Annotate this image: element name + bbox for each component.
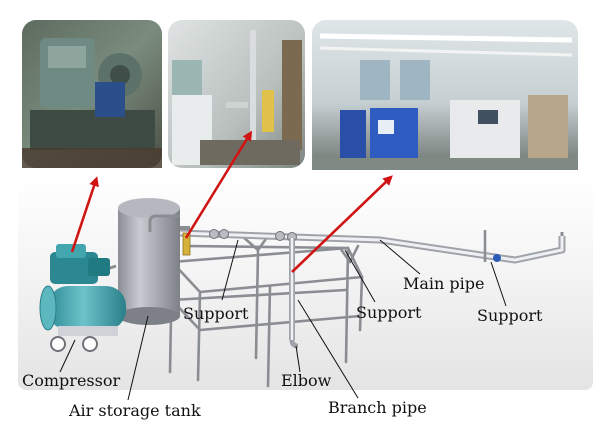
- arrow-compressor: [70, 176, 99, 253]
- label-support-middle: Support: [356, 303, 422, 322]
- photo-pipeline-room: [312, 20, 578, 170]
- leader-lines: [59, 239, 507, 401]
- photo-compressor: [22, 20, 162, 168]
- label-support-right: Support: [477, 306, 543, 325]
- branch-pipe: [289, 238, 299, 349]
- label-support-left: Support: [183, 304, 249, 323]
- arrow-pipeline: [291, 175, 393, 273]
- callout-arrows: [70, 130, 393, 273]
- label-branch-pipe: Branch pipe: [328, 398, 427, 417]
- label-main-pipe: Main pipe: [403, 274, 485, 293]
- photo-tank-connection: [168, 20, 305, 168]
- label-air-storage-tank: Air storage tank: [68, 401, 201, 420]
- label-compressor: Compressor: [22, 371, 120, 390]
- arrow-tank: [184, 130, 253, 239]
- compressor: [39, 244, 126, 352]
- support-frame: [168, 234, 364, 388]
- main-pipe: [149, 228, 566, 264]
- elbow-fitting: [289, 339, 299, 349]
- air-storage-tank: [118, 198, 191, 325]
- label-elbow: Elbow: [281, 371, 332, 390]
